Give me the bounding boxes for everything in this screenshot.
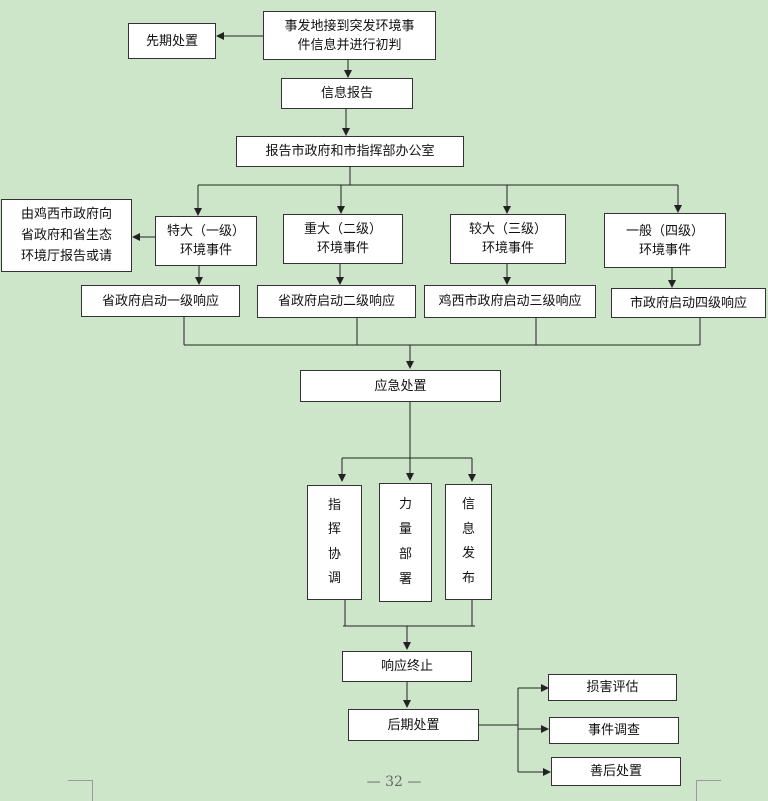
info-report-box: 信息报告 [281, 78, 413, 109]
level-1-response-box: 省政府启动一级响应 [81, 285, 240, 317]
termination-box: 响应终止 [342, 651, 472, 682]
emergency-box: 应急处置 [300, 370, 501, 402]
page-corner-left [68, 780, 93, 801]
level-3-response-box: 鸡西市政府启动三级响应 [424, 285, 596, 318]
command-coordination-box: 指 挥 协 调 [307, 485, 362, 600]
incident-investigation-box: 事件调查 [549, 717, 679, 744]
page-corner-right [696, 780, 721, 801]
provincial-note-box: 由鸡西市政府向 省政府和省生态 环境厅报告或请 [1, 199, 132, 272]
level-4-box: 一般（四级） 环境事件 [604, 213, 726, 268]
level-2-response-box: 省政府启动二级响应 [257, 285, 416, 318]
recovery-box: 善后处置 [551, 757, 681, 786]
force-deployment-box: 力 量 部 署 [379, 483, 432, 602]
page-number: — 32 — [366, 774, 422, 790]
level-3-box: 较大（三级） 环境事件 [450, 214, 566, 264]
damage-assessment-box: 损害评估 [548, 674, 677, 701]
first-response-box: 先期处置 [128, 23, 216, 59]
start-box: 事发地接到突发环境事 件信息并进行初判 [263, 11, 436, 60]
info-release-box: 信 息 发 布 [445, 484, 492, 600]
level-4-response-box: 市政府启动四级响应 [611, 288, 766, 318]
report-target-box: 报告市政府和市指挥部办公室 [236, 136, 464, 167]
level-2-box: 重大（二级） 环境事件 [283, 214, 403, 264]
aftermath-box: 后期处置 [348, 709, 479, 741]
level-1-box: 特大（一级） 环境事件 [155, 216, 257, 266]
